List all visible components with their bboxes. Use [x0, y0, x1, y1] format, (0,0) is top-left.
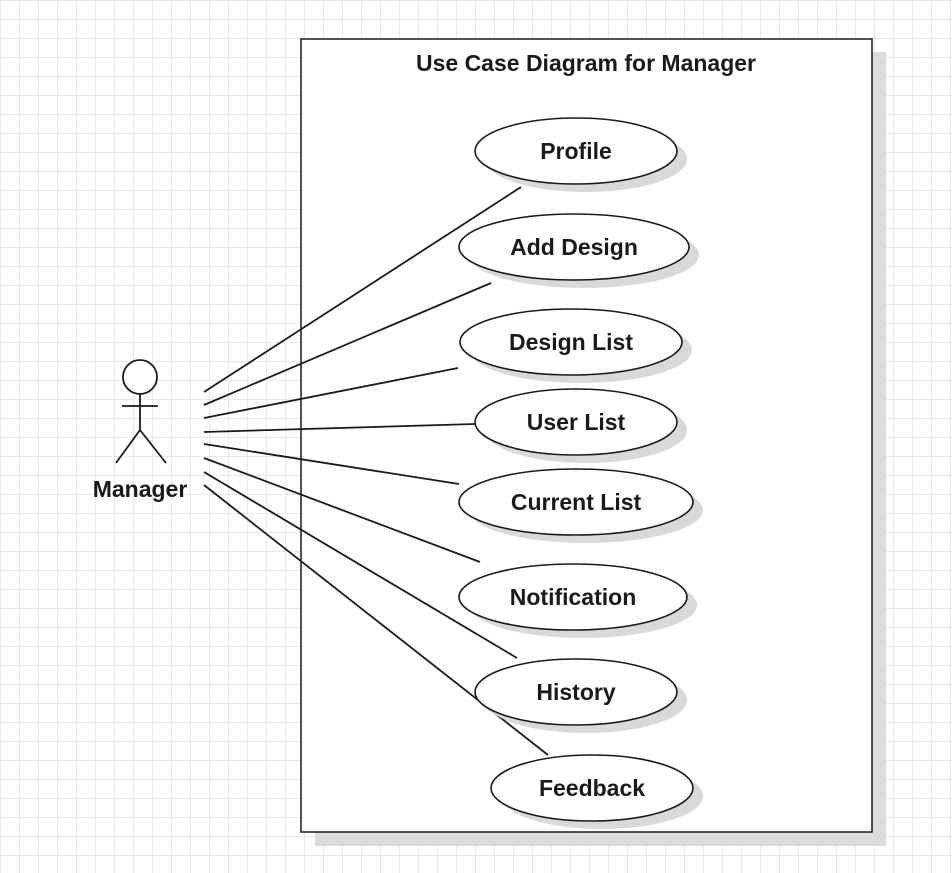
use-case-history[interactable]: History: [474, 658, 687, 733]
use-case-label: Design List: [509, 329, 633, 355]
use-case-label: History: [536, 679, 615, 705]
association-line-design-list: [203, 367, 459, 419]
association-line-profile: [203, 186, 522, 393]
actor-left-leg: [115, 429, 141, 464]
use-case-label: Add Design: [510, 234, 638, 260]
system-boundary-title: Use Case Diagram for Manager: [416, 50, 756, 76]
use-case-label: User List: [527, 409, 626, 435]
association-line-current-list: [203, 443, 460, 485]
actor-right-leg: [139, 429, 167, 464]
use-case-label: Notification: [510, 584, 637, 610]
use-case-notification[interactable]: Notification: [458, 563, 697, 638]
use-case-profile[interactable]: Profile: [474, 117, 687, 192]
use-case-current-list[interactable]: Current List: [458, 468, 703, 543]
use-case-ellipse: [474, 658, 678, 726]
associations: [203, 186, 549, 756]
use-case-design-list[interactable]: Design List: [459, 308, 692, 383]
use-case-label: Current List: [511, 489, 642, 515]
use-case-ellipse: [458, 213, 690, 281]
use-case-feedback[interactable]: Feedback: [490, 754, 703, 829]
association-line-notification: [203, 457, 481, 563]
use-case-ellipse: [458, 468, 694, 536]
use-case-ellipse: [458, 563, 688, 631]
actor-head: [122, 359, 158, 395]
use-case-label: Feedback: [539, 775, 645, 801]
use-case-ellipse: [459, 308, 683, 376]
use-case-ellipse: [474, 388, 678, 456]
actor-label: Manager: [93, 476, 188, 502]
association-line-add-design: [203, 282, 492, 406]
use-case-ellipse: [474, 117, 678, 185]
use-case-ellipse: [490, 754, 694, 822]
actor-manager[interactable]: Manager: [93, 359, 188, 502]
association-line-user-list: [203, 423, 476, 433]
use-case-label: Profile: [540, 138, 612, 164]
use-case-user-list[interactable]: User List: [474, 388, 687, 463]
association-line-history: [203, 471, 518, 659]
use-case-add-design[interactable]: Add Design: [458, 213, 699, 288]
